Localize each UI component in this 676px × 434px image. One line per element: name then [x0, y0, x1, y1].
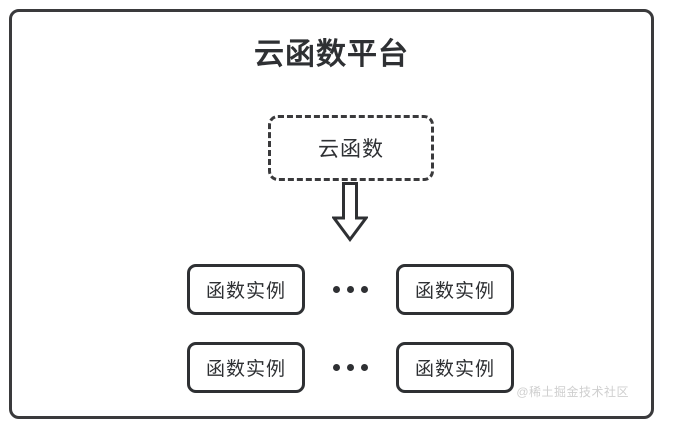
instance-row: 函数实例 函数实例 [187, 264, 514, 315]
ellipsis-dot [333, 286, 340, 293]
cloud-function-node: 云函数 [268, 115, 434, 181]
ellipsis-icon [333, 286, 368, 293]
page-title: 云函数平台 [254, 38, 409, 71]
ellipsis-icon [333, 364, 368, 371]
function-instance-box: 函数实例 [396, 264, 514, 315]
function-instance-box: 函数实例 [396, 342, 514, 393]
function-instance-box: 函数实例 [187, 264, 305, 315]
function-instance-box: 函数实例 [187, 342, 305, 393]
function-instance-label: 函数实例 [414, 281, 495, 302]
ellipsis-dot [361, 286, 368, 293]
ellipsis-dot [347, 286, 354, 293]
function-instance-label: 函数实例 [205, 359, 286, 380]
cloud-function-label: 云函数 [318, 138, 384, 161]
function-instance-label: 函数实例 [205, 281, 286, 302]
watermark: @稀土掘金技术社区 [516, 385, 629, 399]
function-instance-label: 函数实例 [414, 359, 495, 380]
instance-row: 函数实例 函数实例 [187, 342, 514, 393]
ellipsis-dot [361, 364, 368, 371]
ellipsis-dot [333, 364, 340, 371]
arrow-down-icon [331, 182, 369, 243]
cloud-function-platform-container: 云函数平台 云函数 函数实例 函数实例 函数实例 [9, 9, 654, 419]
ellipsis-dot [347, 364, 354, 371]
